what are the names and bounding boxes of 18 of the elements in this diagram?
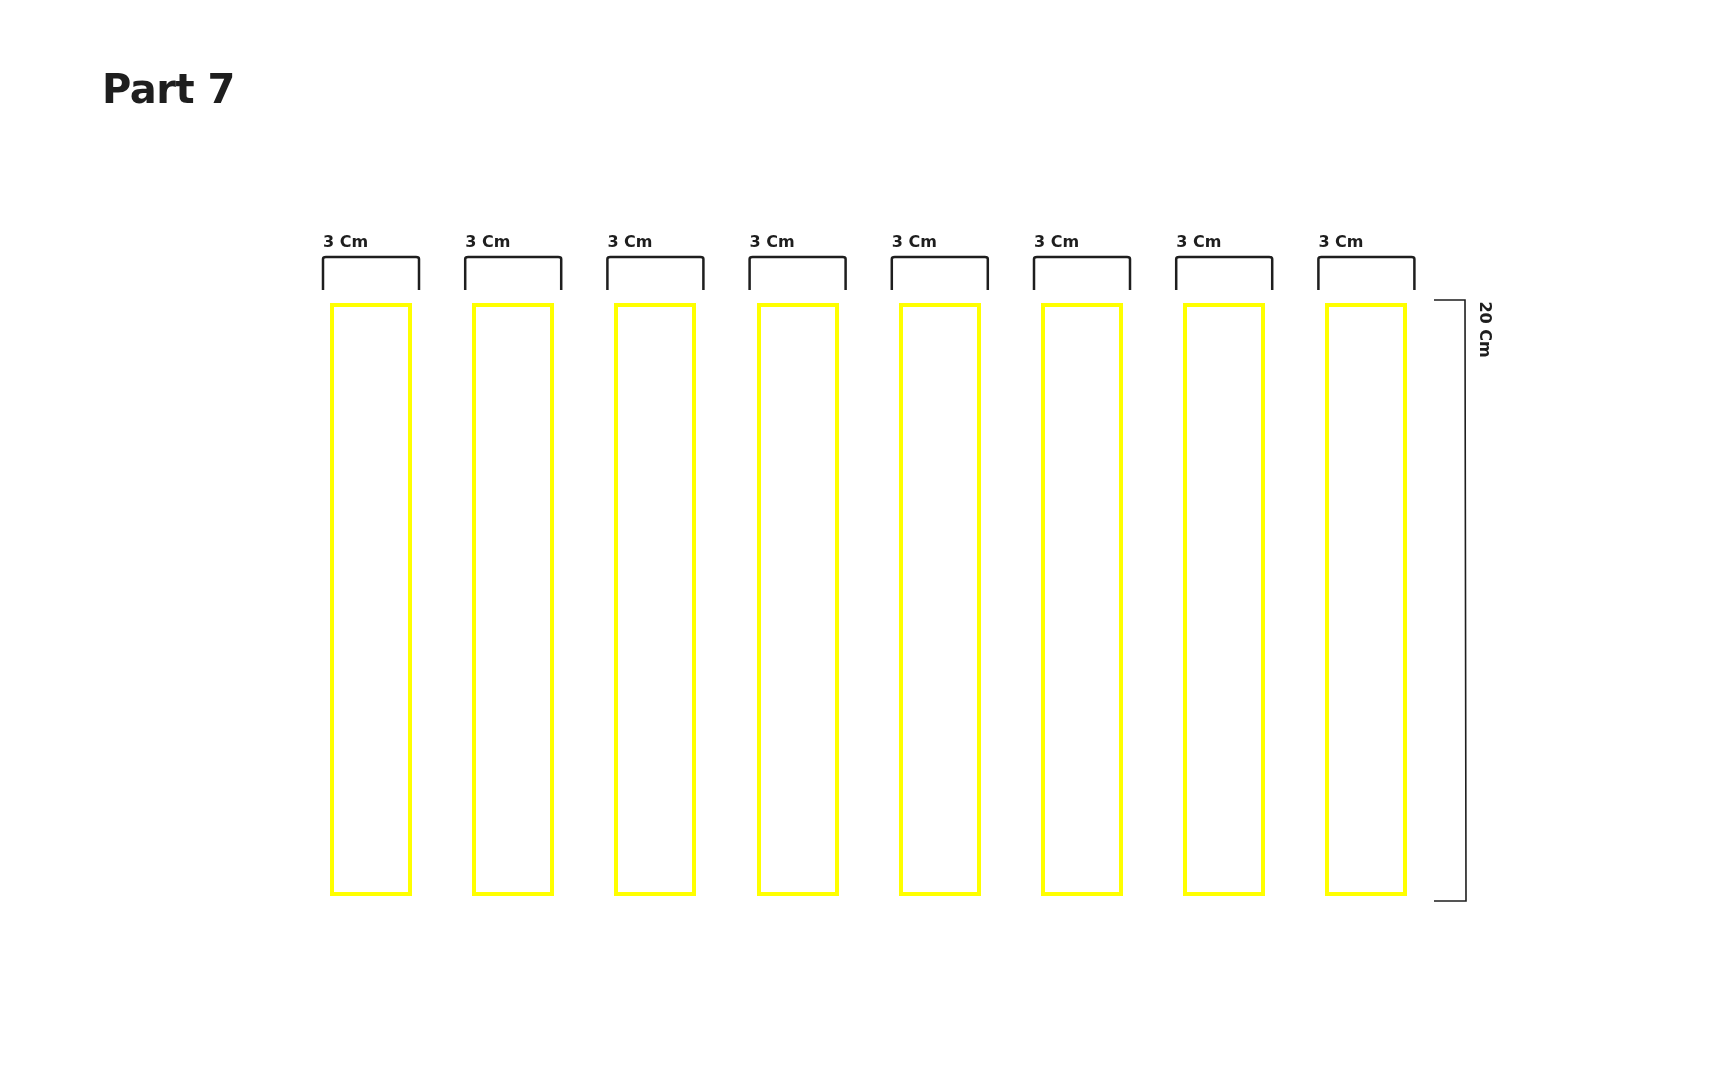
dimension-label: 3 Cm (1318, 232, 1364, 251)
dimension-label: 3 Cm (749, 232, 795, 251)
dimension-label: 3 Cm (465, 232, 511, 251)
dimension-label: 3 Cm (1176, 232, 1222, 251)
dimension-label: 3 Cm (323, 232, 369, 251)
strip-outline (1325, 303, 1408, 896)
strip-outline (472, 303, 555, 896)
dimension-label: 3 Cm (607, 232, 653, 251)
title: Part 7 (102, 66, 235, 112)
strip-outline (1041, 303, 1123, 896)
strip-outline (898, 303, 981, 896)
strip-outline (614, 303, 697, 896)
strip-outline (330, 303, 412, 896)
dimension-label: 20 Cm (1475, 301, 1495, 358)
dimension-label: 3 Cm (891, 232, 937, 251)
dimension-label: 3 Cm (1034, 232, 1080, 251)
strip-outline (1183, 303, 1266, 896)
strip-outline (756, 303, 839, 896)
